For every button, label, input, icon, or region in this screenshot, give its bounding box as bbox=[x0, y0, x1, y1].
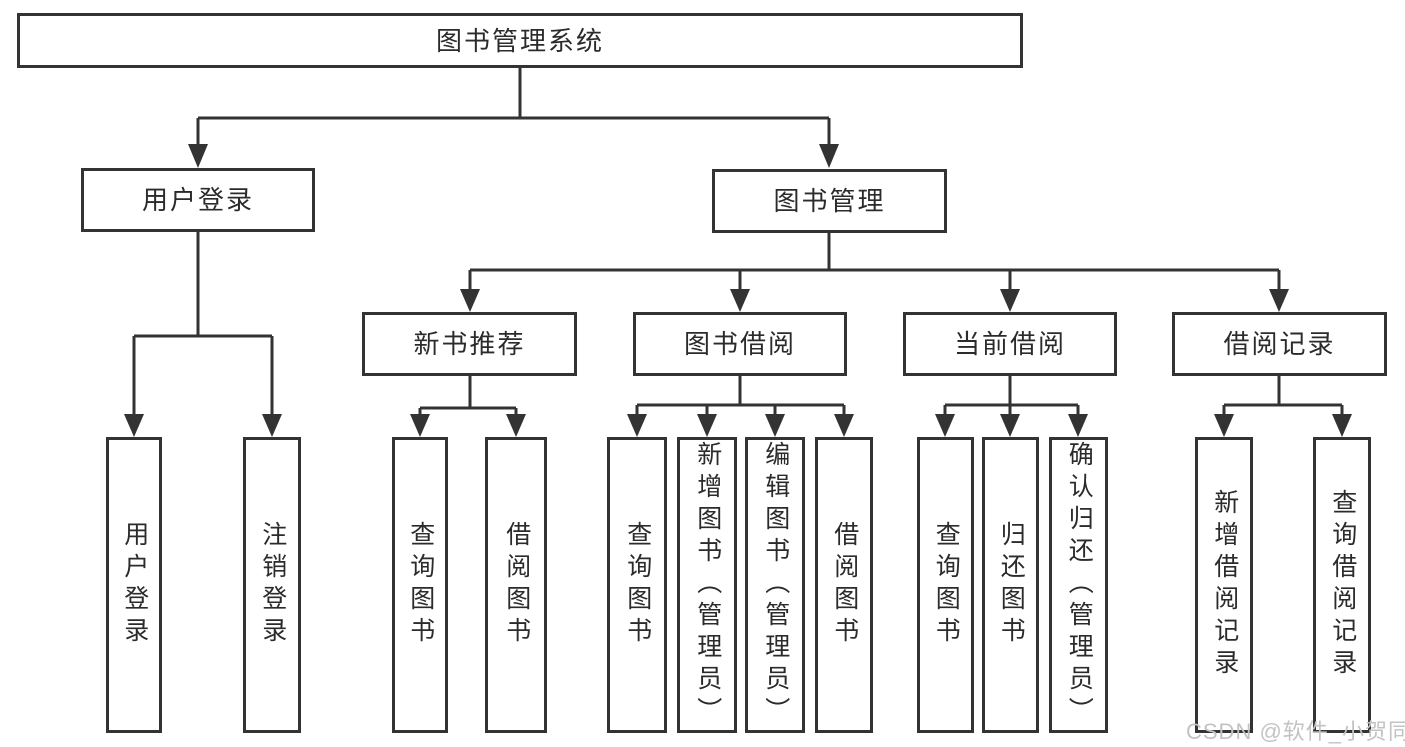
leaf-query-books-3: 查询图书 bbox=[917, 437, 974, 733]
leaf-label: 查询借阅记录 bbox=[1328, 489, 1357, 681]
leaf-add-borrow-record: 新增借阅记录 bbox=[1195, 437, 1253, 733]
leaf-add-books-admin: 新增图书（管理员） bbox=[677, 437, 737, 733]
leaf-label: 查询图书 bbox=[932, 521, 961, 649]
node-label: 借阅记录 bbox=[1223, 329, 1336, 359]
leaf-borrow-books-2: 借阅图书 bbox=[815, 437, 873, 733]
leaf-user-login: 用户登录 bbox=[106, 437, 162, 733]
leaf-query-borrow-record: 查询借阅记录 bbox=[1313, 437, 1371, 733]
node-label: 图书管理系统 bbox=[435, 25, 604, 56]
node-label: 新书推荐 bbox=[413, 329, 526, 359]
leaf-label: 查询图书 bbox=[406, 521, 435, 649]
node-current-borrowing: 当前借阅 bbox=[903, 312, 1117, 376]
leaf-label: 借阅图书 bbox=[502, 521, 531, 649]
leaf-label: 查询图书 bbox=[623, 521, 652, 649]
node-new-book-recommend: 新书推荐 bbox=[362, 312, 577, 376]
leaf-label: 归还图书 bbox=[997, 521, 1026, 649]
node-label: 图书管理 bbox=[773, 186, 886, 216]
node-label: 图书借阅 bbox=[683, 329, 796, 359]
leaf-label: 编辑图书（管理员） bbox=[761, 441, 790, 729]
leaf-label: 借阅图书 bbox=[830, 521, 859, 649]
leaf-logout: 注销登录 bbox=[243, 437, 301, 733]
leaf-return-books: 归还图书 bbox=[982, 437, 1039, 733]
node-label: 当前借阅 bbox=[953, 329, 1066, 359]
node-library-system: 图书管理系统 bbox=[17, 13, 1023, 68]
leaf-label: 确认归还（管理员） bbox=[1065, 441, 1094, 729]
leaf-label: 用户登录 bbox=[120, 521, 149, 649]
leaf-label: 新增图书（管理员） bbox=[693, 441, 722, 729]
node-book-management: 图书管理 bbox=[712, 169, 947, 233]
csdn-watermark: CSDN @软件_小贺同学 bbox=[1186, 719, 1405, 744]
leaf-label: 注销登录 bbox=[258, 521, 287, 649]
node-book-borrowing: 图书借阅 bbox=[633, 312, 847, 376]
leaf-label: 新增借阅记录 bbox=[1210, 489, 1239, 681]
leaf-borrow-books-1: 借阅图书 bbox=[485, 437, 547, 733]
leaf-query-books-2: 查询图书 bbox=[607, 437, 667, 733]
leaf-confirm-return-admin: 确认归还（管理员） bbox=[1049, 437, 1108, 733]
node-user-login: 用户登录 bbox=[81, 168, 315, 232]
leaf-edit-books-admin: 编辑图书（管理员） bbox=[745, 437, 805, 733]
node-label: 用户登录 bbox=[141, 185, 254, 215]
node-borrowing-records: 借阅记录 bbox=[1172, 312, 1387, 376]
leaf-query-books-1: 查询图书 bbox=[392, 437, 448, 733]
